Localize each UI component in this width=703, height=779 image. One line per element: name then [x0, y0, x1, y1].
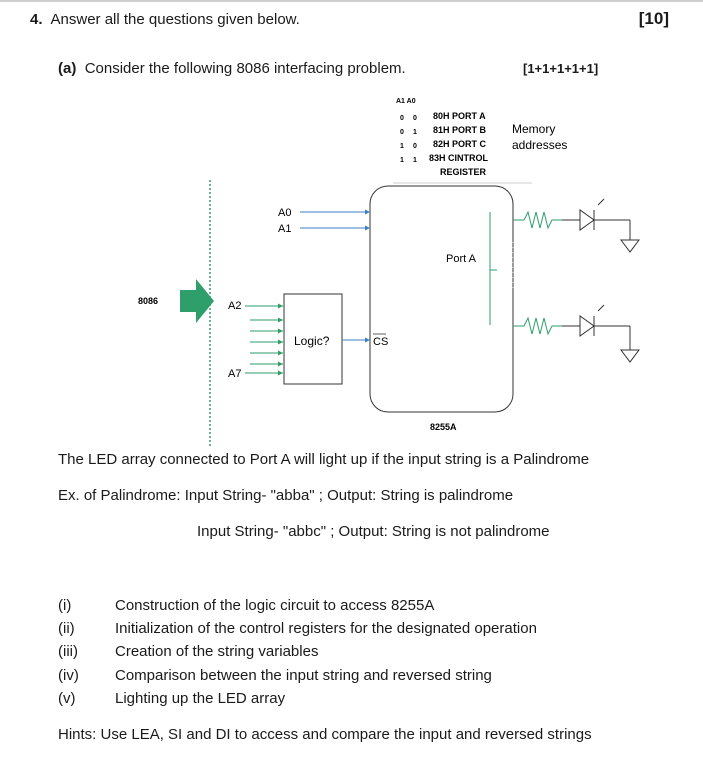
task-text: Construction of the logic circuit to acc… [115, 597, 435, 614]
addr-row1-a0: 0 [413, 115, 417, 122]
hint-text: Hints: Use LEA, SI and DI to access and … [58, 726, 592, 743]
question-instruction: Answer all the questions given below. [50, 11, 300, 28]
interfacing-diagram: A1 A0 0 0 0 1 1 0 1 1 80H PORT A 81H POR… [138, 98, 640, 448]
question-marks: [10] [638, 9, 669, 28]
addr-row4-a1: 1 [400, 157, 404, 164]
addr-row3-label: 82H PORT C [433, 139, 487, 149]
task-text: Comparison between the input string and … [115, 667, 492, 684]
addr-row1-label: 80H PORT A [433, 111, 486, 121]
addr-row2-a0: 1 [413, 129, 417, 136]
example-1: Ex. of Palindrome: Input String- "abba" … [58, 487, 514, 504]
a2-label: A2 [228, 300, 241, 312]
register-label: REGISTER [440, 167, 487, 177]
question-heading: 4. Answer all the questions given below. [30, 11, 300, 28]
addr-row3-a1: 1 [400, 143, 404, 150]
address-header: A1 A0 [396, 98, 416, 105]
chip-label: 8255A [430, 422, 457, 432]
cpu-bus-arrow [180, 279, 214, 323]
task-num: (ii) [58, 620, 75, 637]
task-num: (iv) [58, 667, 79, 684]
part-a-text: Consider the following 8086 interfacing … [84, 60, 406, 77]
addr-row3-a0: 0 [413, 143, 417, 150]
addr-row4-a0: 1 [413, 157, 417, 164]
part-a-heading: (a) Consider the following 8086 interfac… [58, 60, 406, 77]
question-number: 4. [30, 11, 43, 28]
task-num: (i) [58, 597, 72, 614]
a0-label: A0 [278, 207, 291, 219]
logic-box [283, 293, 343, 385]
chip-8255a-box [369, 185, 514, 413]
memory-label-2: addresses [512, 138, 567, 152]
task-text: Lighting up the LED array [115, 690, 286, 707]
part-a-label: (a) [58, 60, 77, 77]
port-a-label: Port A [446, 253, 477, 265]
top-rule [0, 0, 703, 2]
task-num: (iii) [58, 643, 78, 660]
led-sentence: The LED array connected to Port A will l… [58, 451, 590, 468]
addr-row2-a1: 0 [400, 129, 404, 136]
a7-label: A7 [228, 368, 241, 380]
cpu-label: 8086 [138, 296, 158, 306]
addr-row4-label: 83H CINTROL [429, 153, 489, 163]
task-num: (v) [58, 690, 76, 707]
memory-label-1: Memory [512, 122, 555, 136]
addr-row2-label: 81H PORT B [433, 125, 487, 135]
addr-row1-a1: 0 [400, 115, 404, 122]
part-a-marks: [1+1+1+1+1] [523, 61, 599, 76]
logic-label: Logic? [294, 334, 330, 348]
cs-label: CS [373, 336, 388, 348]
task-text: Initialization of the control registers … [115, 620, 537, 637]
a1-label: A1 [278, 223, 291, 235]
example-2: Input String- "abbc" ; Output: String is… [197, 523, 550, 540]
task-text: Creation of the string variables [115, 643, 319, 660]
